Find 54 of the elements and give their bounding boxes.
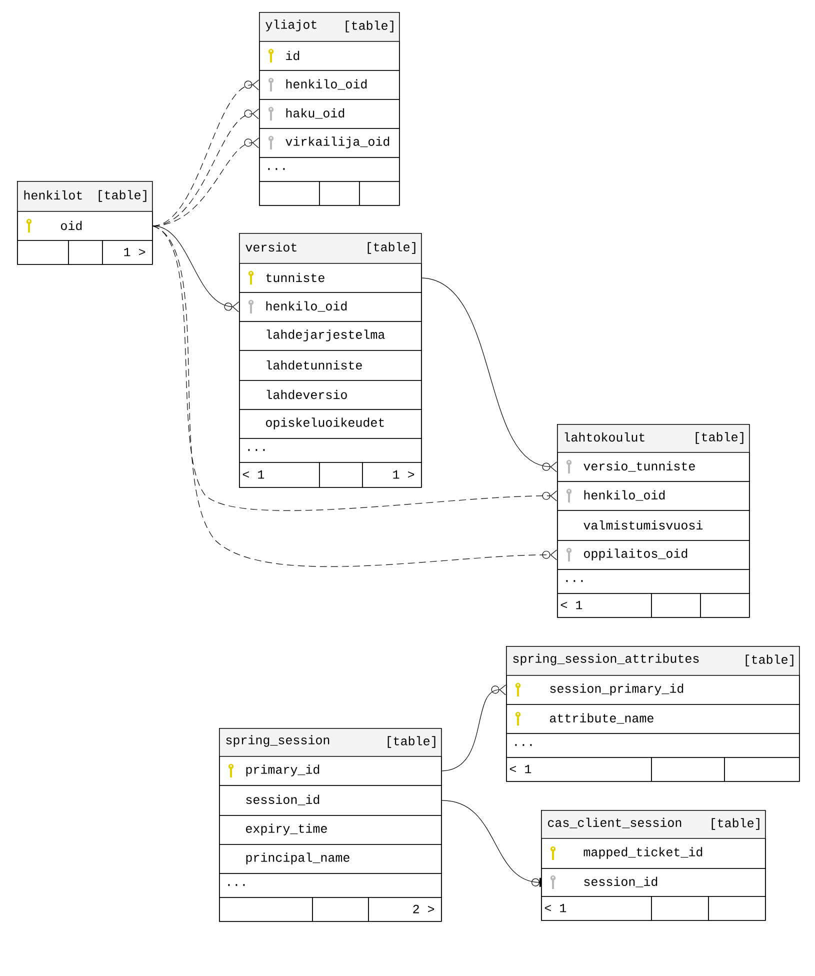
- footer-cell: [359, 181, 400, 206]
- relationship-line: [442, 684, 506, 772]
- column-row: primary_id: [219, 756, 442, 786]
- column-row: valmistumisvuosi: [557, 510, 750, 541]
- column-row: henkilo_oid: [239, 292, 422, 322]
- column-row: attribute_name: [506, 704, 800, 734]
- footer-cell: 1 >: [102, 240, 153, 265]
- column-row: versio_tunniste: [557, 452, 750, 482]
- column-row: lahdeversio: [239, 380, 422, 410]
- footer-cell: [651, 896, 709, 921]
- column-row: ...: [219, 873, 442, 898]
- footer-cell: [651, 593, 701, 618]
- footer-cell: < 1: [557, 593, 652, 618]
- footer-cell: < 1: [239, 462, 320, 488]
- column-row: tunniste: [239, 263, 422, 293]
- column-row: oid: [17, 211, 153, 241]
- footer-cell: < 1: [506, 757, 652, 782]
- column-row: henkilo_oid: [259, 70, 400, 100]
- column-row: session_id: [541, 868, 766, 897]
- footer-cell: [651, 757, 725, 782]
- footer-cell: 2 >: [368, 897, 442, 922]
- footer-cell: < 1: [541, 896, 652, 921]
- column-row: lahdetunniste: [239, 350, 422, 381]
- footer-cell: 1 >: [362, 462, 422, 488]
- footer-cell: [708, 896, 766, 921]
- footer-cell: [68, 240, 103, 265]
- column-row: principal_name: [219, 844, 442, 874]
- relationship-line: [152, 226, 240, 312]
- column-row: virkailija_oid: [259, 128, 400, 158]
- column-row: henkilo_oid: [557, 481, 750, 511]
- footer-cell: [219, 897, 313, 922]
- column-row: session_primary_id: [506, 675, 800, 705]
- column-row: ...: [557, 569, 750, 594]
- footer-cell: [724, 757, 800, 782]
- relationship-line: [422, 278, 558, 472]
- column-row: session_id: [219, 785, 442, 816]
- column-row: haku_oid: [259, 99, 400, 129]
- footer-cell: [17, 240, 69, 265]
- footer-cell: [700, 593, 750, 618]
- column-row: ...: [259, 157, 400, 182]
- relationship-line: [442, 800, 542, 887]
- footer-cell: [319, 181, 360, 206]
- column-row: mapped_ticket_id: [541, 838, 766, 869]
- column-row: ...: [506, 733, 800, 758]
- column-row: id: [259, 41, 400, 71]
- column-row: expiry_time: [219, 815, 442, 845]
- footer-cell: [319, 462, 363, 488]
- relationship-line: [152, 226, 558, 567]
- footer-cell: [312, 897, 369, 922]
- column-row: oppilaitos_oid: [557, 540, 750, 570]
- footer-cell: [259, 181, 320, 206]
- column-row: lahdejarjestelma: [239, 321, 422, 351]
- column-row: opiskeluoikeudet: [239, 409, 422, 439]
- column-row: ...: [239, 438, 422, 463]
